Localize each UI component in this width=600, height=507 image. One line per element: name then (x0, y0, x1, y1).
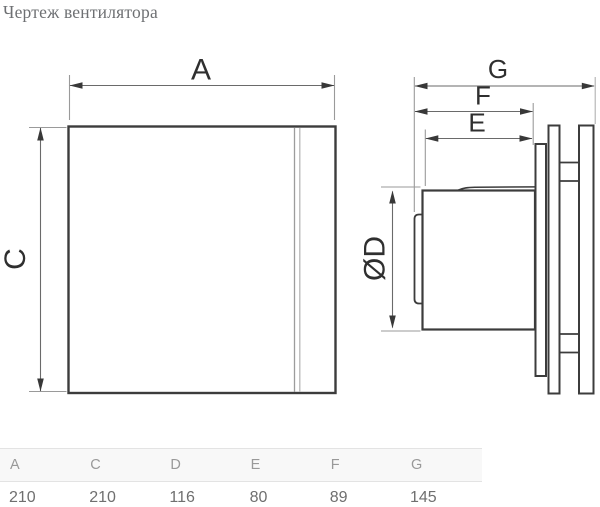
table-value-e: 80 (249, 489, 268, 506)
table-value-c: 210 (89, 489, 116, 506)
table-header-c: C (90, 457, 101, 473)
table-header-e: E (250, 457, 261, 473)
front-panel-outline (67, 125, 337, 395)
table-header-d: D (170, 457, 181, 473)
table-value-d: 116 (169, 489, 195, 506)
blade-profile-line (456, 186, 537, 192)
dim-a-label: A (191, 54, 211, 87)
dimension-d: ØD (359, 186, 421, 332)
dim-c-label: C (0, 248, 32, 270)
dim-d-arrow-bottom (389, 315, 396, 329)
dimensions-table-row: 210 210 116 80 89 145 (0, 482, 482, 507)
dim-d-arrow-top (389, 190, 396, 204)
duct-flange (413, 213, 424, 305)
table-value-f: 89 (329, 489, 348, 506)
dim-f-label: F (475, 81, 491, 111)
base-plate (547, 124, 561, 395)
fan-technical-drawing: A C (0, 54, 596, 395)
dim-a-arrow-left (69, 82, 83, 89)
dim-a-arrow-right (321, 82, 335, 89)
dim-d-label: ØD (359, 236, 392, 281)
side-view: ØD G F (359, 54, 596, 395)
dim-g-label: G (488, 54, 508, 84)
dim-c-arrow-top (37, 127, 44, 141)
dimension-f: F (414, 81, 534, 145)
fan-body-outline (421, 189, 537, 331)
table-value-g: 145 (409, 489, 437, 506)
dim-f-arrow-left (414, 108, 428, 115)
dimensions-table-header: A C D E F G (0, 448, 482, 482)
dim-g-arrow-left (414, 82, 428, 90)
dim-e-arrow-right (519, 135, 533, 142)
dim-g-arrow-right (581, 82, 595, 90)
table-value-a: 210 (9, 489, 36, 506)
table-header-g: G (410, 457, 423, 473)
dimension-a: A (68, 54, 336, 120)
back-plate (534, 143, 547, 377)
front-cover-plate (578, 124, 595, 395)
dimensions-table: A C D E F G 210 210 116 80 89 145 (0, 448, 482, 507)
front-view: A C (0, 54, 337, 395)
table-header-a: A (10, 457, 20, 473)
dimension-e: E (424, 108, 533, 186)
dimension-c: C (0, 126, 67, 393)
dim-e-label: E (468, 108, 485, 138)
dimension-g: G (413, 54, 596, 212)
dim-f-arrow-right (520, 108, 533, 115)
table-header-f: F (330, 457, 340, 473)
dim-c-arrow-bottom (37, 378, 44, 392)
page-title: Чертеж вентилятора (3, 2, 158, 22)
dim-e-arrow-left (425, 135, 439, 142)
